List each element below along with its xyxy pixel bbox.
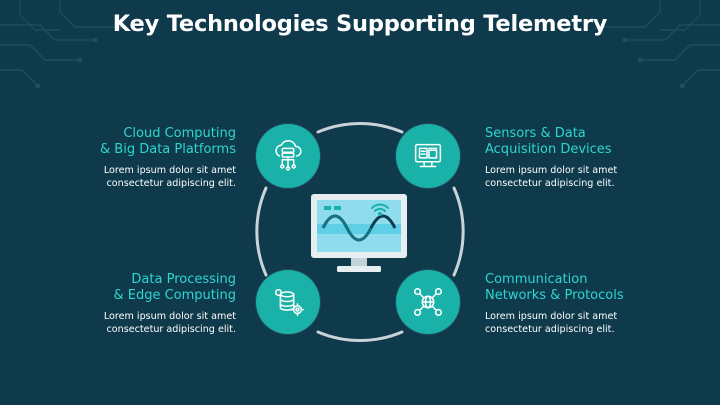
monitor-signal-icon — [311, 194, 407, 272]
cloud-node — [256, 124, 320, 188]
ring-arc-right — [452, 186, 465, 277]
sensor-node — [396, 124, 460, 188]
cloud-server-icon — [275, 139, 302, 171]
cloud-body-line1: Lorem ipsum dolor sit amet — [103, 165, 236, 176]
sensor-device-icon — [414, 143, 442, 168]
ring-arc-left — [255, 186, 268, 277]
sensor-heading-line1: Sensors & Data — [485, 126, 586, 141]
network-body-line2: consectetur adipiscing elit. — [485, 324, 615, 335]
processing-text-block: Data Processing & Edge Computing Lorem i… — [76, 272, 236, 336]
network-node — [396, 270, 460, 334]
ring-arc-top — [316, 121, 404, 134]
processing-body-line2: consectetur adipiscing elit. — [106, 324, 237, 335]
network-globe-icon — [413, 287, 443, 317]
processing-node — [256, 270, 320, 334]
network-text-block: Communication Networks & Protocols Lorem… — [485, 272, 645, 336]
cloud-body-line2: consectetur adipiscing elit. — [106, 178, 237, 189]
network-heading-line1: Communication — [485, 272, 588, 287]
network-heading-line2: Networks & Protocols — [485, 288, 624, 303]
ring-arc-bottom — [316, 330, 404, 343]
network-body-line1: Lorem ipsum dolor sit amet — [485, 311, 618, 322]
cloud-heading-line1: Cloud Computing — [123, 126, 236, 141]
processing-heading-line1: Data Processing — [131, 272, 236, 287]
cloud-heading-line2: & Big Data Platforms — [100, 142, 236, 157]
sensor-text-block: Sensors & Data Acquisition Devices Lorem… — [485, 126, 645, 190]
page-title: Key Technologies Supporting Telemetry — [112, 11, 608, 37]
cloud-text-block: Cloud Computing & Big Data Platforms Lor… — [76, 126, 236, 190]
sensor-heading-line2: Acquisition Devices — [485, 142, 612, 157]
database-gears-icon — [274, 288, 304, 317]
sensor-body-line2: consectetur adipiscing elit. — [485, 178, 615, 189]
processing-body-line1: Lorem ipsum dolor sit amet — [103, 311, 236, 322]
processing-heading-line2: & Edge Computing — [113, 288, 236, 303]
sensor-body-line1: Lorem ipsum dolor sit amet — [485, 165, 618, 176]
